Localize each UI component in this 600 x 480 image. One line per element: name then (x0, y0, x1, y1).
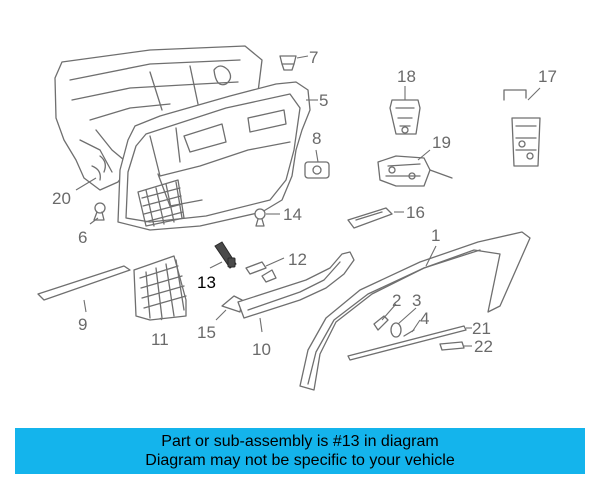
part-3-clip (390, 322, 402, 338)
callout-15: 15 (197, 323, 216, 342)
callout-labels: 7 5 8 18 17 19 16 14 20 6 12 13 9 11 15 … (52, 48, 557, 359)
part-16-inner-handle (347, 207, 393, 229)
callout-16: 16 (406, 203, 425, 222)
callout-5: 5 (319, 91, 328, 110)
part-9-trim-strip (37, 265, 131, 301)
part-14-screw (254, 208, 266, 227)
info-banner: Part or sub-assembly is #13 in diagram D… (15, 428, 585, 474)
callout-18: 18 (397, 67, 416, 86)
part-8-switch (304, 161, 330, 179)
callout-8: 8 (312, 129, 321, 148)
part-2-fastener (373, 315, 389, 331)
part-15-bracket (221, 295, 243, 313)
callout-9: 9 (78, 315, 87, 334)
leader-lines (75, 55, 541, 347)
speaker-grille (137, 179, 185, 227)
part-11-speaker-grille (133, 255, 187, 321)
part-5-door-trim-panel (117, 81, 311, 231)
callout-2: 2 (392, 291, 401, 310)
callout-10: 10 (252, 340, 271, 359)
part-12-clips (245, 261, 277, 283)
part-13-highlighted (214, 241, 237, 269)
part-19-lock-actuator (377, 155, 453, 187)
part-1-window-frame (299, 231, 531, 391)
callout-4: 4 (420, 309, 429, 328)
callout-13: 13 (197, 273, 216, 292)
part-17-switch-assembly (503, 89, 541, 167)
callout-3: 3 (412, 291, 421, 310)
part-6-push-pin (93, 202, 106, 221)
callout-7: 7 (309, 48, 318, 67)
parts-diagram: 7 5 8 18 17 19 16 14 20 6 12 13 9 11 15 … (37, 45, 557, 391)
banner-line-part: Part or sub-assembly is #13 in diagram (161, 433, 439, 450)
part-10-lower-molding (237, 251, 355, 319)
part-7-clip (279, 55, 297, 71)
callout-12: 12 (288, 250, 307, 269)
callout-6: 6 (78, 228, 87, 247)
callout-20: 20 (52, 189, 71, 208)
callout-11: 11 (151, 330, 169, 349)
callout-19: 19 (432, 133, 451, 152)
banner-line-disclaimer: Diagram may not be specific to your vehi… (145, 452, 455, 469)
callout-1: 1 (431, 226, 440, 245)
part-21-seal-strip (347, 325, 467, 361)
callout-14: 14 (283, 205, 302, 224)
callout-17: 17 (538, 67, 557, 86)
part-22-end-piece (439, 341, 465, 351)
callout-21: 21 (472, 319, 491, 338)
callout-22: 22 (474, 337, 493, 356)
part-18-handle-bracket (389, 99, 421, 135)
